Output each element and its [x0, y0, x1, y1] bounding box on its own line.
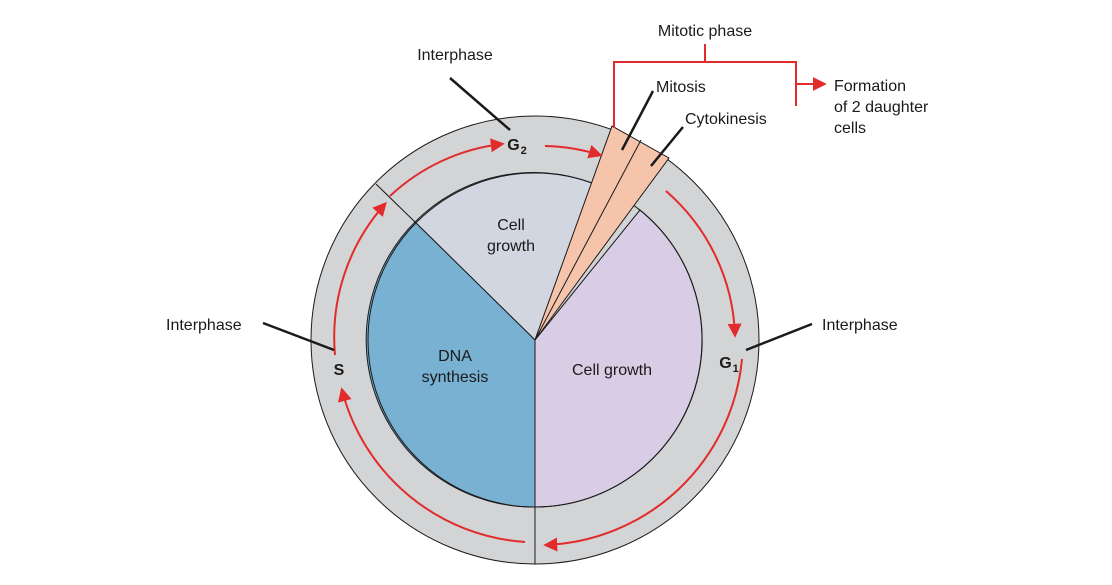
arrow-s-upper: [333, 201, 387, 356]
arrow-s-to-g2: [389, 138, 505, 197]
g1-label: G1: [719, 355, 739, 375]
interphase-left-label: Interphase: [166, 317, 242, 334]
formation-label-line2: of 2 daughter: [834, 99, 929, 116]
cell-growth-right-label: Cell growth: [572, 362, 652, 379]
g2-label: G2: [507, 137, 527, 157]
leader-interphase-right: [745, 322, 813, 352]
formation-label-line3: cells: [834, 120, 866, 137]
arrow-g1-to-s: [543, 358, 743, 552]
s-dna-synthesis-sector: [365, 221, 536, 508]
ring-divider-g2-s: [375, 183, 416, 223]
s-label: S: [334, 362, 345, 379]
cell-growth-top-line1: Cell: [497, 217, 525, 234]
leader-interphase-left: [262, 321, 335, 352]
interphase-right-label: Interphase: [822, 317, 898, 334]
cell-growth-top-line2: growth: [487, 238, 535, 255]
mitotic-phase-label: Mitotic phase: [658, 23, 752, 40]
leader-mitosis: [620, 90, 655, 151]
dna-synthesis-line1: DNA: [438, 348, 472, 365]
mitosis-cytokinesis-divider: [534, 139, 642, 341]
leader-cytokinesis: [650, 126, 684, 167]
arrow-s-lower: [338, 387, 526, 543]
cytokinesis-label: Cytokinesis: [685, 111, 767, 128]
arrow-mitosis-to-g1: [665, 190, 742, 338]
arrow-g2-to-mitosis: [544, 144, 603, 159]
leader-interphase-top: [449, 77, 511, 131]
mitosis-label: Mitosis: [656, 79, 706, 96]
formation-label-line1: Formation: [834, 78, 906, 95]
interphase-top-label: Interphase: [417, 47, 493, 64]
dna-synthesis-line2: synthesis: [422, 369, 489, 386]
